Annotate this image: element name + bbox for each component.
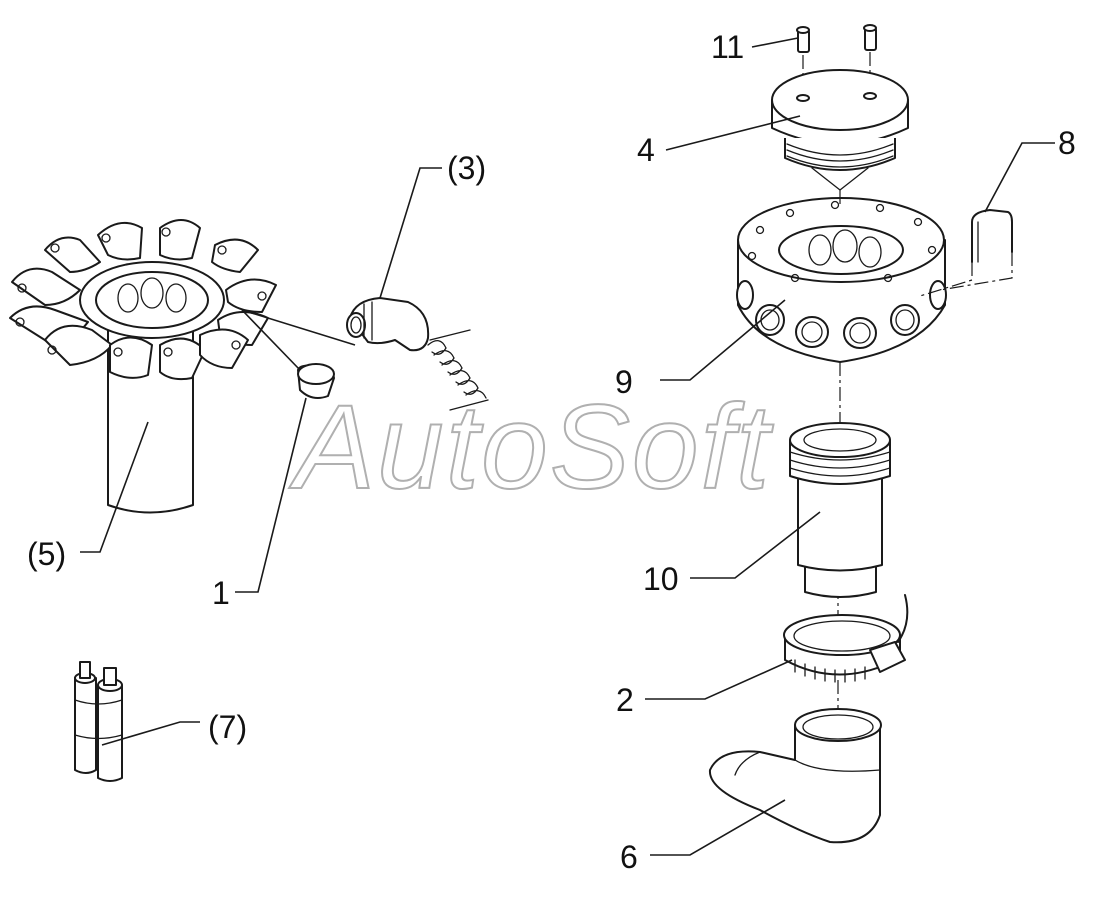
part-11-pins (796, 24, 877, 53)
part-7-cartridges (74, 661, 123, 782)
part-6-elbow-pipe (708, 708, 882, 844)
callout-9: 9 (615, 364, 633, 400)
callout-1: 1 (212, 575, 230, 611)
callout-11: 11 (711, 29, 744, 65)
callout-3: (3) (447, 150, 486, 186)
part-4-lid (771, 69, 909, 171)
part-1-cap (297, 363, 335, 399)
callout-5: (5) (27, 536, 66, 572)
callout-6: 6 (620, 839, 638, 875)
part-5-spray-head (9, 219, 277, 514)
callout-10: 10 (643, 561, 679, 597)
callout-7: (7) (208, 709, 247, 745)
spring (427, 329, 489, 411)
part-2-clamp (783, 594, 909, 683)
part-3-elbow-nozzle (346, 297, 430, 352)
leader-lines (80, 37, 1055, 856)
callout-2: 2 (616, 682, 634, 718)
part-8-u-pin (971, 209, 1013, 263)
callout-8: 8 (1058, 125, 1076, 161)
part-10-tube (789, 422, 891, 598)
part-9-manifold (736, 197, 947, 363)
watermark-text: AutoSoft (289, 380, 774, 514)
callout-4: 4 (637, 132, 655, 168)
